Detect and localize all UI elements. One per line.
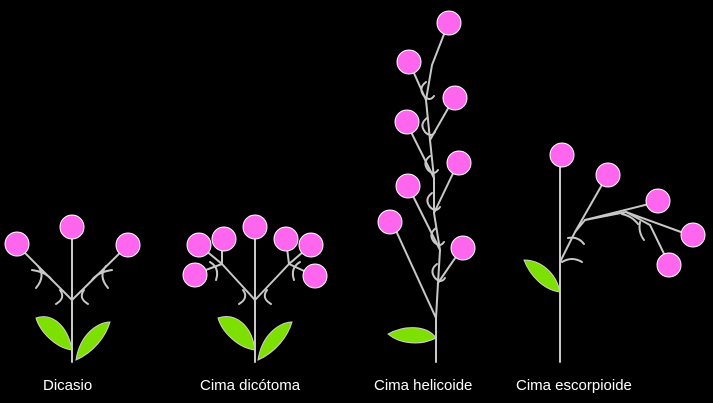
bract [638,221,645,241]
bract [621,213,639,225]
bract [424,155,439,174]
bract [238,289,247,305]
branch-left [221,263,256,301]
flower [680,222,706,248]
leaf [35,316,73,351]
caption-cima-dicotoma: Cima dicótoma [200,377,301,394]
bract [421,117,436,136]
diagram-cima-helicoide [377,10,476,363]
bract [291,261,301,281]
flower [4,231,30,257]
bract [567,236,585,245]
flower [645,188,671,214]
flower [450,235,476,261]
bract [420,81,435,100]
diagram-dicasio [4,214,141,363]
flower [273,226,299,252]
bract [91,269,113,281]
flower [302,263,328,289]
flower [394,109,420,135]
bract [35,265,43,289]
bract [561,258,583,263]
bract [209,261,219,281]
leaf [217,316,256,351]
diagram-cima-escorpioide [523,142,706,363]
flower [182,262,208,288]
flower [595,162,621,188]
flower [436,10,462,36]
caption-cima-helicoide: Cima helicoide [374,377,473,394]
leaf [387,327,437,344]
branch [391,221,437,319]
flower [115,232,141,258]
flower [549,142,575,168]
caption-cima-escorpioide: Cima escorpioide [516,377,632,394]
branch-left [16,244,73,301]
bract [80,289,89,305]
flower [186,232,212,258]
flower [396,49,422,75]
leaf [523,259,561,293]
leaf [75,321,111,361]
flower [656,252,682,278]
flower [395,173,421,199]
flower [446,150,472,176]
bract [31,269,53,281]
bract [426,192,441,211]
leaf [257,321,293,361]
diagram-cima-dicotoma [182,214,328,363]
flower [298,232,324,258]
flower [377,209,403,235]
bract [430,227,445,246]
flower [211,226,237,252]
caption-dicasio: Dicasio [43,377,93,394]
flower [59,214,85,240]
branch [584,201,658,221]
branch-right [254,263,290,301]
bract [263,289,272,305]
flower [242,214,268,240]
flower [442,85,468,111]
bract [101,265,109,289]
bract [55,289,64,305]
bract [431,263,446,282]
